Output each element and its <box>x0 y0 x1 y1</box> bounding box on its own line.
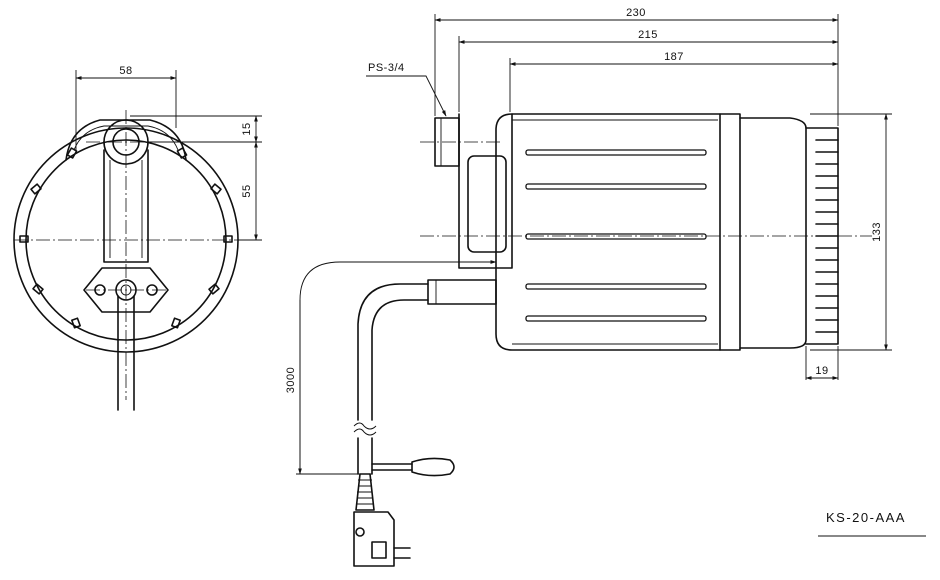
side-bracket <box>458 113 513 269</box>
dim-front-center: 55 <box>241 184 253 197</box>
side-power-plug <box>353 511 395 567</box>
front-mounting-arm <box>103 149 149 263</box>
side-cord-gland <box>427 279 497 305</box>
dim-body-length: 187 <box>664 51 684 63</box>
side-main-body <box>495 113 721 351</box>
side-branch-lead <box>371 463 413 471</box>
dim-overall-length: 230 <box>626 7 646 19</box>
dim-fin-depth: 19 <box>815 365 828 377</box>
front-base-plate <box>83 267 169 313</box>
front-view: 58 15 55 <box>13 65 262 411</box>
dim-body-diameter: 133 <box>871 222 883 242</box>
dim-front-top: 15 <box>241 122 253 135</box>
dim-length-from-flange: 215 <box>638 29 658 41</box>
dim-front-width: 58 <box>119 65 132 77</box>
dim-cord-length: 3000 <box>285 367 297 393</box>
thread-callout: PS-3/4 <box>368 62 405 74</box>
side-cord <box>357 283 429 421</box>
side-front-bezel <box>719 113 741 351</box>
side-view: 230 215 187 133 19 3000 PS-3/4 <box>285 7 892 567</box>
front-cord <box>117 295 135 411</box>
thread-callout-leader <box>366 75 447 117</box>
side-body-slots <box>525 149 707 322</box>
side-lead-plug <box>411 457 455 477</box>
model-number: KS-20-AAA <box>826 510 906 525</box>
front-ring-lugs <box>19 147 233 329</box>
